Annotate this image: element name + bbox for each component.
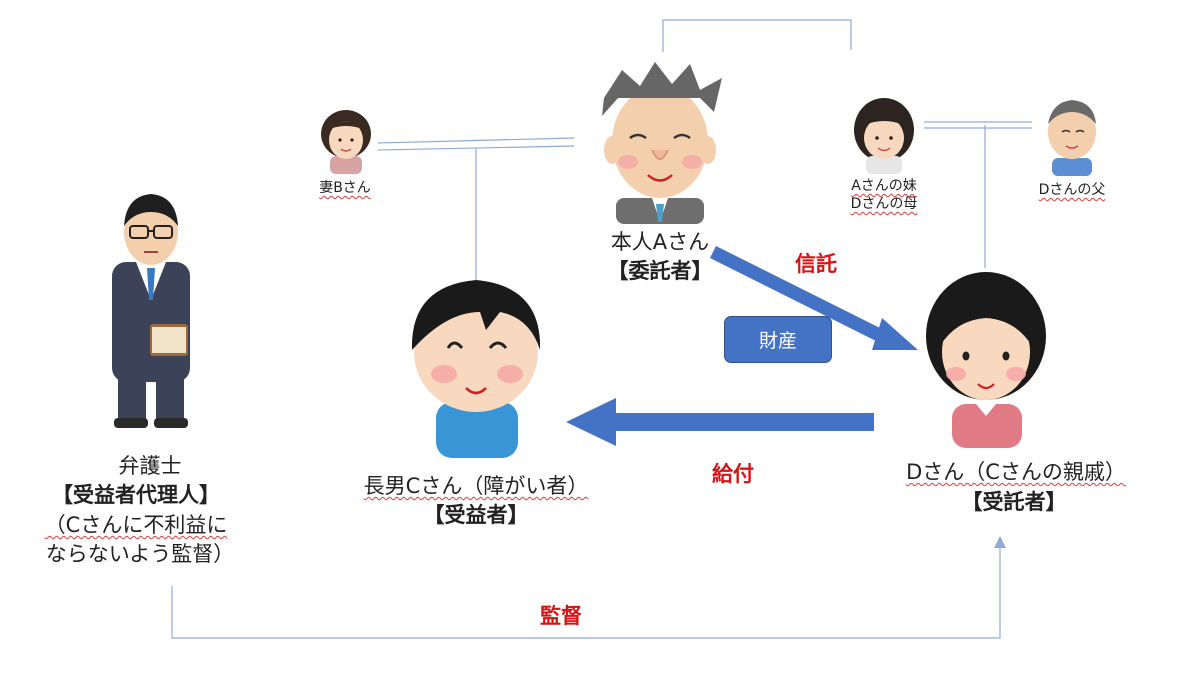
lawyer-title: 弁護士 (118, 454, 182, 478)
sister-figure (854, 98, 914, 174)
principal-figure (602, 62, 722, 224)
lawyer-figure (112, 194, 190, 428)
lawyer-note-2: ならないよう監督） (45, 542, 235, 566)
sister-line2: Dさんの母 (850, 196, 918, 212)
trust-arrow (710, 246, 918, 350)
asset-box: 財産 (724, 316, 832, 363)
trust-label: 信託 (795, 252, 837, 276)
wife-figure (321, 110, 371, 174)
lawyer-note-1-text: （Cさんに不利益に (44, 513, 228, 537)
d-father-figure (1048, 100, 1096, 176)
family-bracket-line (662, 19, 852, 52)
supervision-label: 監督 (540, 604, 582, 628)
wife-name: 妻Bさん (319, 180, 371, 196)
supervision-arrowhead (994, 536, 1006, 548)
son-role: 【受益者】 (423, 503, 529, 527)
principal-name: 本人Aさん (610, 230, 710, 254)
benefit-label: 給付 (712, 462, 754, 486)
trustee-figure (926, 272, 1046, 448)
son-figure (411, 280, 541, 458)
benefit-arrow (566, 398, 874, 446)
marriage-line-top (377, 137, 575, 144)
sister-line1: Aさんの妹 (851, 178, 917, 194)
son-name: 長男Cさん（障がい者） (364, 474, 589, 498)
supervision-line (171, 546, 1001, 639)
lawyer-note-1: （Cさんに不利益に (45, 513, 228, 537)
trustee-name: Dさん（Cさんの親戚） (906, 460, 1126, 484)
connector-lines (171, 19, 1032, 639)
son-name-text: 長男Cさん（障がい者） (363, 474, 589, 498)
trustee-name-text: Dさん（Cさんの親戚） (906, 460, 1126, 484)
d-father-name: Dさんの父 (1038, 182, 1106, 198)
principal-role: 【委託者】 (607, 259, 713, 283)
asset-label: 財産 (758, 330, 797, 352)
lawyer-role: 【受益者代理人】 (52, 483, 220, 507)
trustee-role: 【受託者】 (961, 490, 1067, 514)
